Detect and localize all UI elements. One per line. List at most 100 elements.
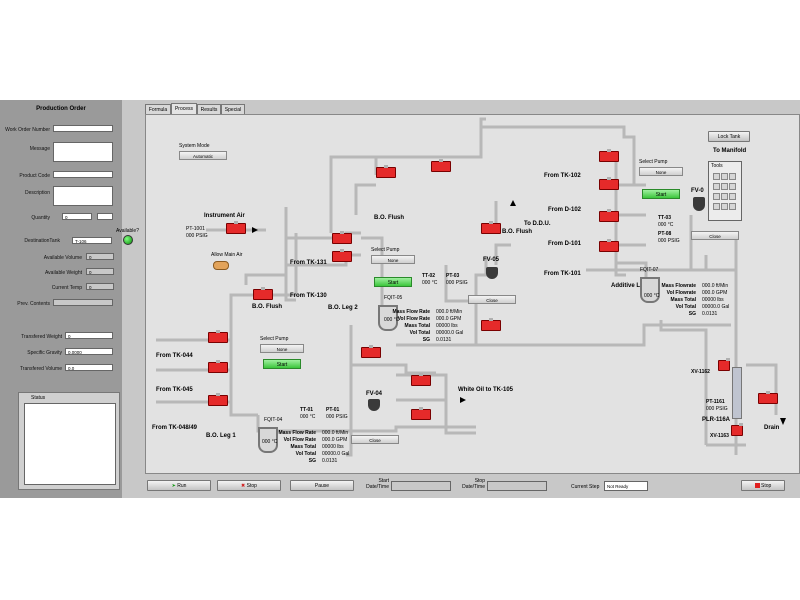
m07-row3-value: 00000.0 Gal [702,304,730,310]
valve-hv005[interactable] [332,249,352,262]
status-textarea[interactable] [24,403,116,485]
tab-process[interactable]: Process [171,103,197,114]
additive-leg-label: Additive Leg [611,283,648,289]
tab-formula[interactable]: Formula [145,104,171,114]
tool-cut-icon[interactable] [712,172,720,180]
system-mode-select[interactable]: Automatic [179,151,227,160]
tool-pipe-icon[interactable] [720,172,728,180]
fqit07-tag: FQIT-07 [640,267,659,273]
fv-right-close-button[interactable]: Close [691,231,739,240]
valve-hv002[interactable] [376,165,396,178]
tool-fill-icon[interactable] [712,202,720,210]
m04-row2-value: 00000 lbs [322,444,344,450]
run-arrow-icon: ➤ [171,483,176,489]
message-label: Message [29,146,50,152]
fv05-close-button[interactable]: Close [468,295,516,304]
tool-pen-icon[interactable] [728,202,736,210]
product-code-field[interactable] [53,171,113,178]
from-tk101-label: From TK-101 [544,271,581,277]
valve-hv014[interactable] [481,221,501,234]
m05-row1-value: 000.0 GPM [436,316,462,322]
valve-hv001[interactable] [226,221,246,234]
valve-hv010[interactable] [481,318,501,331]
work-order-label: Work Order Number [5,127,50,133]
fv04-actuator [368,399,380,411]
bo-leg1-label: B.O. Leg 1 [206,433,236,439]
pt1001-tag: PT-1001 [186,226,205,232]
valve-hv013[interactable] [411,407,431,420]
start-datetime-label: Start Date/Time [366,478,389,490]
tool-pick-icon[interactable] [720,202,728,210]
quantity-unit-field[interactable] [97,213,113,220]
tool-zoom-icon[interactable] [728,192,736,200]
process-diagram: System Mode Automatic Instrument Air PT-… [145,114,800,474]
destination-tank-field[interactable]: T-106 [72,237,112,244]
fv04-label: FV-04 [366,391,383,397]
lock-tank-button[interactable]: Lock Tank [708,131,750,142]
stop-datetime-field [487,481,547,491]
message-field[interactable] [53,142,113,162]
valve-hv004[interactable] [332,231,352,244]
pt08-tag: PT-08 [658,231,672,237]
specific-gravity-label: Specific Gravity [27,350,62,356]
tool-arrow-icon[interactable] [712,182,720,190]
pump1-select[interactable]: None [371,255,415,264]
available-weight-label: Available Weight [44,270,82,276]
pump1-start-button[interactable]: Start [374,277,412,287]
valve-hv003[interactable] [431,159,451,172]
tool-paint-icon[interactable] [712,192,720,200]
m07-row0-label: Mass Flowrate [661,283,696,289]
valve-hv006[interactable] [253,287,273,300]
stop-button[interactable]: ✖ Stop [217,480,281,491]
start-datetime-field [391,481,451,491]
valve-hv018[interactable] [599,239,619,252]
bo-flush-top-label: B.O. Flush [502,229,532,235]
valve-hv015[interactable] [599,149,619,162]
fqit05-temp: 000 °C [384,317,400,323]
panel-title: Production Order [36,106,86,112]
quantity-field[interactable]: 0 [62,213,92,220]
fv04-close-button[interactable]: Close [351,435,399,444]
m04-row3-value: 00000.0 Gal [322,451,350,457]
valve-hv017[interactable] [599,209,619,222]
tool-text-icon[interactable] [720,182,728,190]
tool-color-icon[interactable] [720,192,728,200]
from-d102-label: From D-102 [548,207,582,213]
pt01-tag: PT-01 [326,407,340,413]
tab-results[interactable]: Results [197,104,221,114]
tab-special[interactable]: Special [221,104,245,114]
valve-hv021[interactable] [758,391,778,404]
work-order-field[interactable] [53,125,113,132]
tt02-value: 000 °C [422,280,438,286]
pause-button[interactable]: Pause [290,480,354,491]
system-mode-label: System Mode [179,143,210,149]
tools-palette: Tools [708,161,742,221]
drain-label: Drain [764,425,780,431]
tt01-tag: TT-01 [300,407,314,413]
m05-row3-label: Vol Total [409,330,430,336]
allow-main-air-toggle[interactable] [213,261,229,270]
valve-hv016[interactable] [599,177,619,190]
description-field[interactable] [53,186,113,206]
pump3-start-button[interactable]: Start [642,189,680,199]
run-button[interactable]: ➤ Run [147,480,211,491]
to-ddu-label: To D.D.U. [524,221,551,227]
pump2-start-button[interactable]: Start [263,359,301,369]
m05-row4-value: 0.0131 [436,337,452,343]
current-temp-field: 0 [86,283,114,290]
valve-hv011[interactable] [361,345,381,358]
valve-hv007[interactable] [208,330,228,343]
tool-wrench-icon[interactable] [728,172,736,180]
valve-hv009[interactable] [208,393,228,406]
valve-hv008[interactable] [208,360,228,373]
stop2-button[interactable]: Stop [741,480,785,491]
m05-row2-label: Mass Total [404,323,430,329]
available-label: Available? [116,228,139,234]
valve-xv1163[interactable] [731,423,743,436]
valve-hv012[interactable] [411,373,431,386]
pump2-select[interactable]: None [260,344,304,353]
from-tk102-label: From TK-102 [544,173,581,179]
tool-hand-icon[interactable] [728,182,736,190]
pump3-select[interactable]: None [639,167,683,176]
valve-xv1162[interactable] [718,358,730,371]
